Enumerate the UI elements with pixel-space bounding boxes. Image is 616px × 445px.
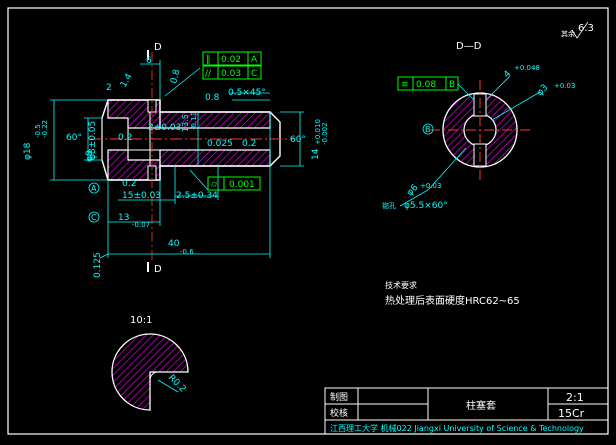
tolerance-frames (202, 51, 459, 191)
dim-dia18: φ18 (23, 142, 33, 160)
tol2-symbol: // (205, 69, 212, 79)
tol2-ref: C (251, 69, 257, 79)
dim-14: 14 (311, 148, 321, 160)
detail-view: 10:1 R0.2 (111, 315, 189, 411)
tol1-value: 0.02 (221, 55, 241, 65)
drawing-border (7, 7, 609, 435)
tol1-symbol: ‖ (206, 55, 211, 65)
dim-13-5-tol: -0.11 (190, 112, 198, 130)
title-drawn-label: 制图 (330, 391, 348, 403)
dim-14-tol-low: -0.002 (321, 122, 329, 145)
tol4-symbol: ≡ (401, 80, 409, 90)
title-material: 15Cr (558, 407, 585, 420)
dim-angle-right: 60° (290, 135, 306, 145)
notes-line1: 热处理后表面硬度HRC62~65 (385, 294, 520, 307)
section-title: D—D (456, 41, 482, 52)
tol2-value: 0.03 (221, 69, 241, 79)
surface-roughness: 6.3 (578, 23, 594, 34)
datum-c: C (91, 213, 97, 222)
dim-0-2a: 0.2 (118, 133, 132, 143)
dim-14-tol-up: +0.010 (314, 119, 322, 145)
main-view: D D (23, 42, 459, 278)
sec-dim-3: φ3 (535, 83, 550, 98)
title-school: 江西理工大学 机械022 Jiangxi University of Scien… (330, 423, 584, 433)
detail-scale: 10:1 (130, 315, 152, 326)
sec-dim-cb-prefix: 锪孔 (382, 201, 396, 210)
dim-15: 15±0.03 (122, 191, 161, 201)
section-view: D—D B 4 +0.048 φ3 +0.03 φ6 +0.03 锪孔 φ5.5… (382, 21, 594, 211)
dim-0-8b: 0.8 (205, 93, 220, 103)
dim-0-125: 0.125 (93, 252, 103, 278)
dim-0-2x: 0.2 (122, 179, 136, 189)
surface-roughness-label: 其余 (561, 29, 575, 38)
dim-dia8: φ8 (85, 150, 95, 162)
title-scale: 2:1 (566, 391, 584, 404)
title-check-label: 校核 (330, 407, 348, 419)
dim-2-5: 2.5±0.34 (176, 191, 218, 201)
dim-dia18-tol-low: -0.22 (41, 120, 49, 138)
dim-40-tol: -0.6 (180, 248, 194, 256)
dim-0-2b: 0.2 (242, 139, 256, 149)
dim-2-tol: 2±0.03 (148, 123, 181, 133)
dim-13: 13 (118, 213, 129, 223)
dim-40: 40 (168, 239, 180, 249)
dim-angle-left: 60° (66, 133, 82, 143)
hatch-bottom-bore (159, 149, 271, 167)
dim-chamfer: 0.5×45° (228, 88, 266, 98)
dim-13-tol: -0.07 (132, 221, 150, 229)
sec-dim-6-tol: +0.03 (420, 182, 441, 190)
dim-13-5: 13.5 (181, 114, 190, 132)
sec-dim-4-tol: +0.048 (514, 64, 540, 72)
dim-1-4: 1.4 (119, 72, 135, 90)
dim-2: 2 (106, 83, 112, 93)
sec-dim-cb: φ5.5×60° (404, 201, 448, 211)
datum-a: A (91, 184, 97, 193)
tol4-value: 0.08 (416, 80, 436, 90)
datum-b: B (425, 125, 431, 134)
section-mark-bottom: D (154, 264, 162, 275)
technical-notes: 技术要求 热处理后表面硬度HRC62~65 (385, 280, 520, 307)
title-block (324, 387, 609, 435)
tol4-ref: B (449, 80, 455, 90)
tol1-ref: A (251, 55, 258, 65)
tol3-symbol: ⌭ (211, 180, 218, 190)
tol3-value: 0.001 (229, 180, 255, 190)
title-part-name: 柱塞套 (466, 399, 496, 412)
dim-0-8: 0.8 (169, 68, 182, 85)
dim-0-025: 0.025 (207, 139, 233, 149)
dim-dia8-tol: φ8±0.05 (88, 121, 98, 160)
dim-6: 6 (146, 56, 152, 66)
sec-dim-4: 4 (502, 69, 513, 80)
sec-dim-3-tol: +0.03 (554, 82, 575, 90)
section-mark-top: D (154, 42, 162, 53)
dim-dia18-tol-up: -0.5 (34, 124, 42, 138)
notes-title: 技术要求 (385, 280, 417, 290)
